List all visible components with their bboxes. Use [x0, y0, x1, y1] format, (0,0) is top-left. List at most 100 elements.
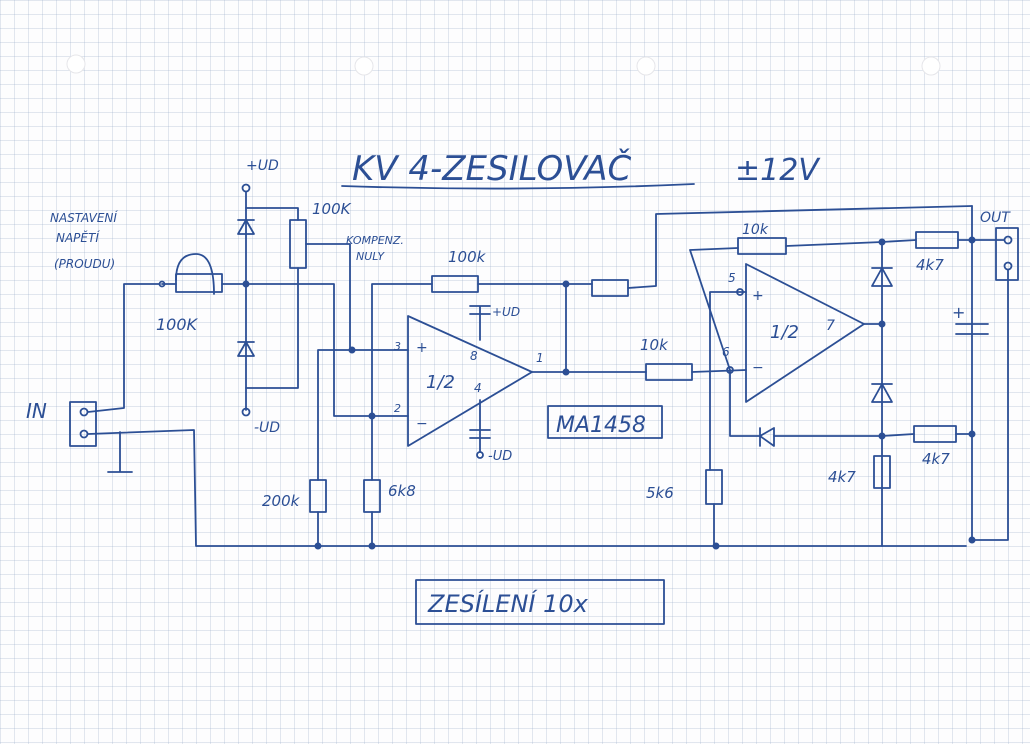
resistor-5k6 — [705, 469, 723, 505]
label-4k7-bot: 4k7 — [922, 450, 950, 468]
terminal-plus — [241, 183, 251, 193]
pin-7: 7 — [826, 318, 835, 334]
out-pin — [1003, 261, 1013, 271]
wire-fb2-right — [785, 241, 883, 247]
minus-ud-opamp: -UD — [488, 449, 512, 464]
opamp-2-minus: − — [752, 360, 764, 376]
chip-label: MA1458 — [556, 413, 646, 438]
pin-1: 1 — [536, 351, 544, 365]
wire-trim — [245, 207, 299, 221]
title-underline — [341, 183, 695, 190]
punch-hole — [921, 56, 941, 76]
pot-input-wiper — [161, 253, 247, 295]
nastaveni-label-2: NAPĚTÍ — [56, 230, 100, 245]
opamp-2-label: 1/2 — [770, 322, 799, 343]
pin-4: 4 — [474, 381, 482, 395]
out-label: OUT — [980, 210, 1011, 226]
in-pin — [79, 429, 89, 439]
label-6k8: 6k8 — [388, 482, 416, 500]
wire-diode-fb — [729, 369, 761, 437]
pot-trim — [289, 219, 307, 269]
node — [736, 288, 744, 296]
nastaveni-label-3: (PROUDU) — [54, 257, 115, 271]
supply-label: ±12V — [735, 153, 821, 188]
pin-8: 8 — [470, 349, 478, 363]
gain-label: ZESÍLENÍ 10x — [427, 589, 589, 618]
pot-trim-wiper — [245, 243, 351, 389]
node — [968, 430, 976, 438]
wire-4k7-bot — [881, 433, 915, 437]
capacitor-out — [955, 323, 989, 335]
pin-2: 2 — [394, 402, 401, 415]
label-5k6: 5k6 — [646, 484, 674, 502]
wire-fb2-left — [689, 247, 739, 371]
node — [712, 542, 720, 550]
minus-ud-left: -UD — [254, 420, 280, 436]
diode-bottom — [237, 341, 255, 357]
punch-hole — [354, 56, 374, 76]
plus-ud-top: +UD — [246, 158, 279, 174]
wire-200k — [317, 349, 353, 481]
wire-noninv2 — [709, 291, 747, 471]
label-4k7-mid: 4k7 — [828, 468, 856, 486]
pin-3: 3 — [394, 340, 401, 353]
wire-fb1 — [371, 283, 433, 417]
wire-in2 — [691, 369, 747, 373]
pin-5: 5 — [728, 271, 736, 285]
label-200k: 200k — [262, 492, 301, 510]
diode-ladder-bot — [871, 383, 893, 403]
nastaveni-label-1: NASTAVENÍ — [50, 210, 118, 225]
resistor-4k7-bot — [913, 425, 957, 443]
wire-fb1-out — [477, 283, 567, 373]
punch-hole — [636, 56, 656, 76]
terminal-minus-2 — [476, 451, 484, 459]
pot-trim-label: 100K — [312, 200, 352, 218]
opamp-1-plus: + — [416, 340, 428, 356]
opamp-2 — [745, 263, 865, 403]
cap-plus: + — [952, 303, 965, 322]
resistor-4k7-mid — [873, 455, 891, 489]
punch-hole — [66, 54, 86, 74]
label-4k7-top: 4k7 — [916, 256, 944, 274]
resistor-6k8 — [363, 479, 381, 513]
wire-top-rail — [627, 205, 973, 289]
opamp-2-plus: + — [752, 288, 764, 304]
wire-in — [87, 283, 161, 413]
label-fb1: 100k — [448, 248, 487, 266]
opamp-1 — [407, 315, 533, 447]
in-label: IN — [26, 399, 47, 423]
diode-top — [237, 219, 255, 235]
wire-ground — [87, 429, 967, 547]
resistor-200k — [309, 479, 327, 513]
pin-6: 6 — [722, 345, 730, 359]
wire-4k7-top — [881, 239, 917, 243]
resistor-in2 — [645, 363, 693, 381]
resistor-fb2 — [737, 237, 787, 255]
resistor-fb1 — [431, 275, 479, 293]
kompenz-label-1: KOMPENZ. — [346, 234, 404, 247]
diode-ladder-top — [871, 267, 893, 287]
ground-symbol — [107, 431, 133, 473]
node — [314, 542, 322, 550]
label-fb2: 10k — [742, 222, 769, 238]
supply-cap-bot — [469, 399, 491, 453]
diode-fb — [759, 427, 775, 447]
terminal-minus — [241, 407, 251, 417]
out-pin — [1003, 235, 1013, 245]
in-connector — [69, 401, 97, 447]
opamp-1-minus: − — [416, 416, 428, 432]
gain-box — [415, 579, 665, 625]
pot-input-label: 100K — [156, 315, 199, 334]
supply-cap-top — [469, 305, 491, 341]
plus-ud-opamp: +UD — [492, 305, 520, 319]
chip-box — [547, 405, 663, 439]
wire-out-conn — [971, 239, 1009, 541]
node — [368, 542, 376, 550]
opamp-1-label: 1/2 — [426, 372, 455, 393]
resistor-4k7-top — [915, 231, 959, 249]
pot-input — [175, 273, 223, 293]
kompenz-label-2: NULY — [356, 250, 385, 263]
in-pin — [79, 407, 89, 417]
